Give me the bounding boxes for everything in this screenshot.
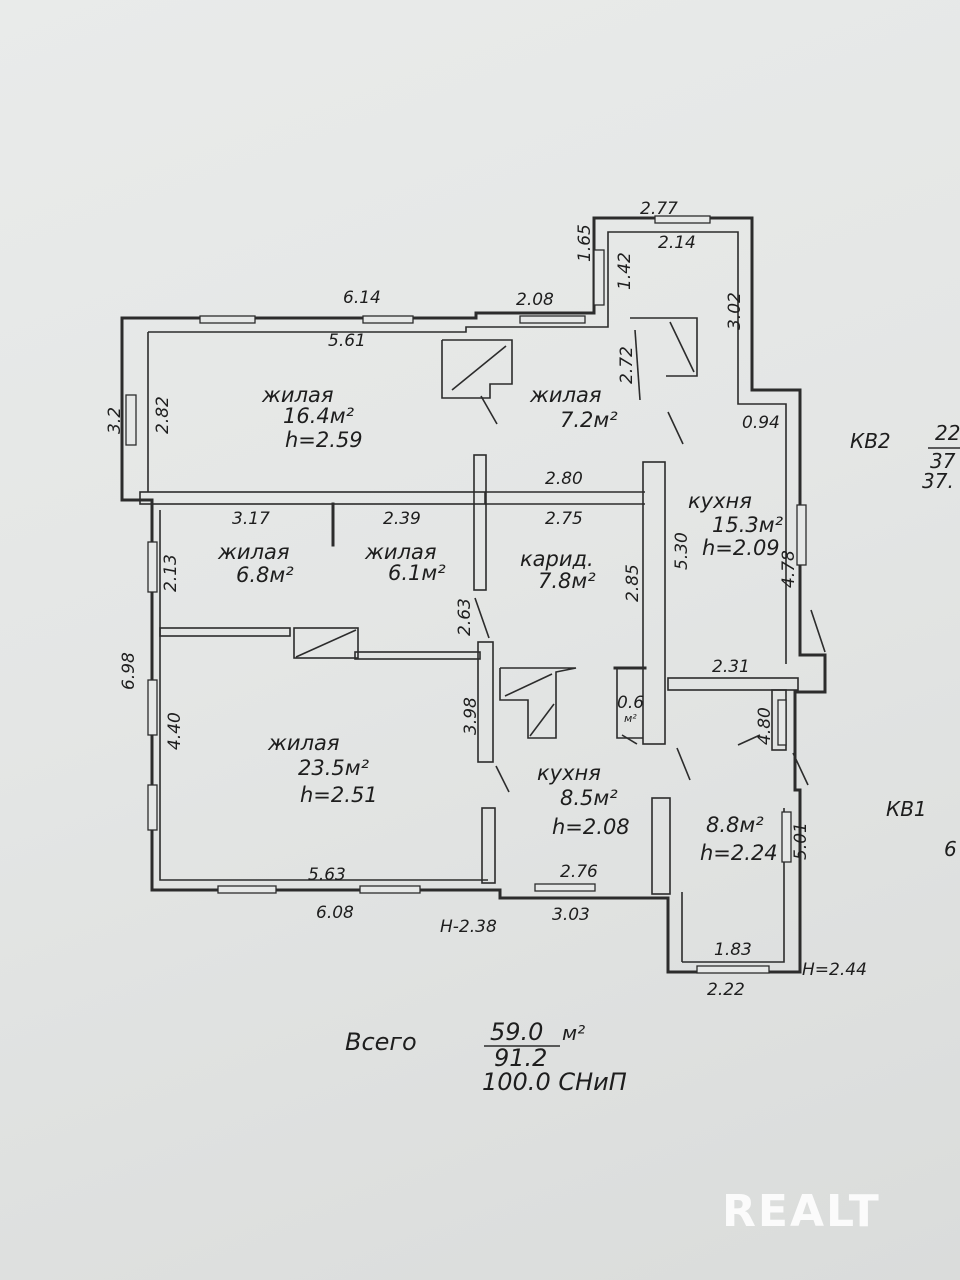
room-height-r7: h=2.51	[300, 783, 378, 807]
door-swings	[474, 395, 826, 793]
room-labels: жилая 16.4м² h=2.59 жилая 7.2м² жилая 6.…	[217, 383, 784, 865]
total-living-area: 59.0	[490, 1018, 543, 1046]
room-area-r7: 23.5м²	[298, 756, 370, 780]
room-unit-r10: м²	[624, 712, 637, 725]
room-type-r8: кухня	[537, 761, 601, 785]
dim-5.30: 5.30	[672, 532, 692, 570]
room-area-r1: 16.4м²	[283, 404, 355, 428]
dim-h-2.44: Н=2.44	[802, 960, 867, 980]
dim-3.2: 3.2	[105, 407, 125, 434]
dim-4.40: 4.40	[165, 712, 185, 750]
dim-0.94: 0.94	[742, 413, 780, 433]
room-height-r8: h=2.08	[552, 815, 630, 839]
dim-2.75: 2.75	[545, 509, 583, 529]
dim-2.08: 2.08	[516, 290, 554, 310]
room-type-r2: жилая	[529, 383, 602, 407]
unit-kv2-label: КВ2	[850, 429, 891, 453]
dim-6.98: 6.98	[119, 652, 139, 690]
dim-4.80: 4.80	[755, 707, 775, 745]
room-type-r1: жилая	[261, 383, 334, 407]
dim-3.02: 3.02	[725, 292, 745, 330]
dim-3.03: 3.03	[552, 905, 590, 925]
dim-3.98: 3.98	[461, 697, 481, 735]
room-height-r9: h=2.24	[700, 841, 778, 865]
room-area-r8: 8.5м²	[560, 786, 618, 810]
total-area: 91.2	[494, 1044, 547, 1072]
dim-4.78: 4.78	[779, 550, 799, 588]
dimensions: 2.77 2.14 1.65 1.42 3.02 6.14 2.08 5.61 …	[105, 199, 867, 1000]
dim-2.76: 2.76	[560, 862, 598, 882]
room-type-r5: карид.	[520, 547, 594, 571]
unit-markers: КВ2 22 37 37. КВ1 6	[850, 421, 960, 861]
dim-5.63: 5.63	[308, 865, 346, 885]
dim-3.17: 3.17	[232, 509, 270, 529]
total-label: Всего	[345, 1028, 417, 1056]
unit-kv1-label: КВ1	[886, 797, 927, 821]
unit-kv2-value-c: 37.	[922, 469, 954, 493]
room-area-r5: 7.8м²	[538, 569, 596, 593]
dim-1.83: 1.83	[714, 940, 752, 960]
unit-kv2-value-a: 22	[935, 421, 960, 445]
room-area-r6: 15.3м²	[712, 513, 784, 537]
room-type-r6: кухня	[688, 489, 752, 513]
dim-2.22: 2.22	[707, 980, 745, 1000]
dim-2.80: 2.80	[545, 469, 583, 489]
dim-2.82: 2.82	[153, 396, 173, 434]
total-unit: м²	[562, 1021, 585, 1045]
totals: Всего 59.0 м² 91.2 100.0 СНиП	[345, 1018, 627, 1096]
room-type-r7: жилая	[267, 731, 340, 755]
windows	[125, 215, 807, 974]
dim-2.77: 2.77	[640, 199, 678, 219]
total-snip: 100.0 СНиП	[482, 1068, 627, 1096]
dim-2.14: 2.14	[658, 233, 696, 253]
room-type-r4: жилая	[364, 540, 437, 564]
dim-5.61: 5.61	[328, 331, 366, 351]
room-height-r6: h=2.09	[702, 536, 780, 560]
dim-2.63: 2.63	[455, 598, 475, 636]
room-height-r1: h=2.59	[285, 428, 363, 452]
room-area-r3: 6.8м²	[236, 563, 294, 587]
dim-2.13: 2.13	[161, 554, 181, 592]
dim-h-2.38: Н-2.38	[440, 917, 497, 937]
dim-2.39: 2.39	[383, 509, 421, 529]
room-type-r3: жилая	[217, 540, 290, 564]
dim-1.42: 1.42	[615, 252, 635, 290]
dim-2.85: 2.85	[623, 564, 643, 602]
dim-5.01: 5.01	[791, 822, 811, 860]
realt-watermark: REALT	[722, 1186, 881, 1237]
room-area-r2: 7.2м²	[560, 408, 618, 432]
room-area-r4: 6.1м²	[388, 561, 446, 585]
dim-1.65: 1.65	[575, 224, 595, 262]
dim-6.08: 6.08	[316, 903, 354, 923]
unit-kv1-value: 6	[944, 837, 957, 861]
room-area-r9: 8.8м²	[706, 813, 764, 837]
dim-2.31: 2.31	[712, 657, 750, 677]
dim-2.72: 2.72	[617, 346, 637, 384]
internal-walls	[139, 317, 799, 895]
dim-6.14: 6.14	[343, 288, 381, 308]
unit-kv2-value-b: 37	[930, 449, 956, 473]
room-area-r10: 0.6	[617, 693, 644, 713]
